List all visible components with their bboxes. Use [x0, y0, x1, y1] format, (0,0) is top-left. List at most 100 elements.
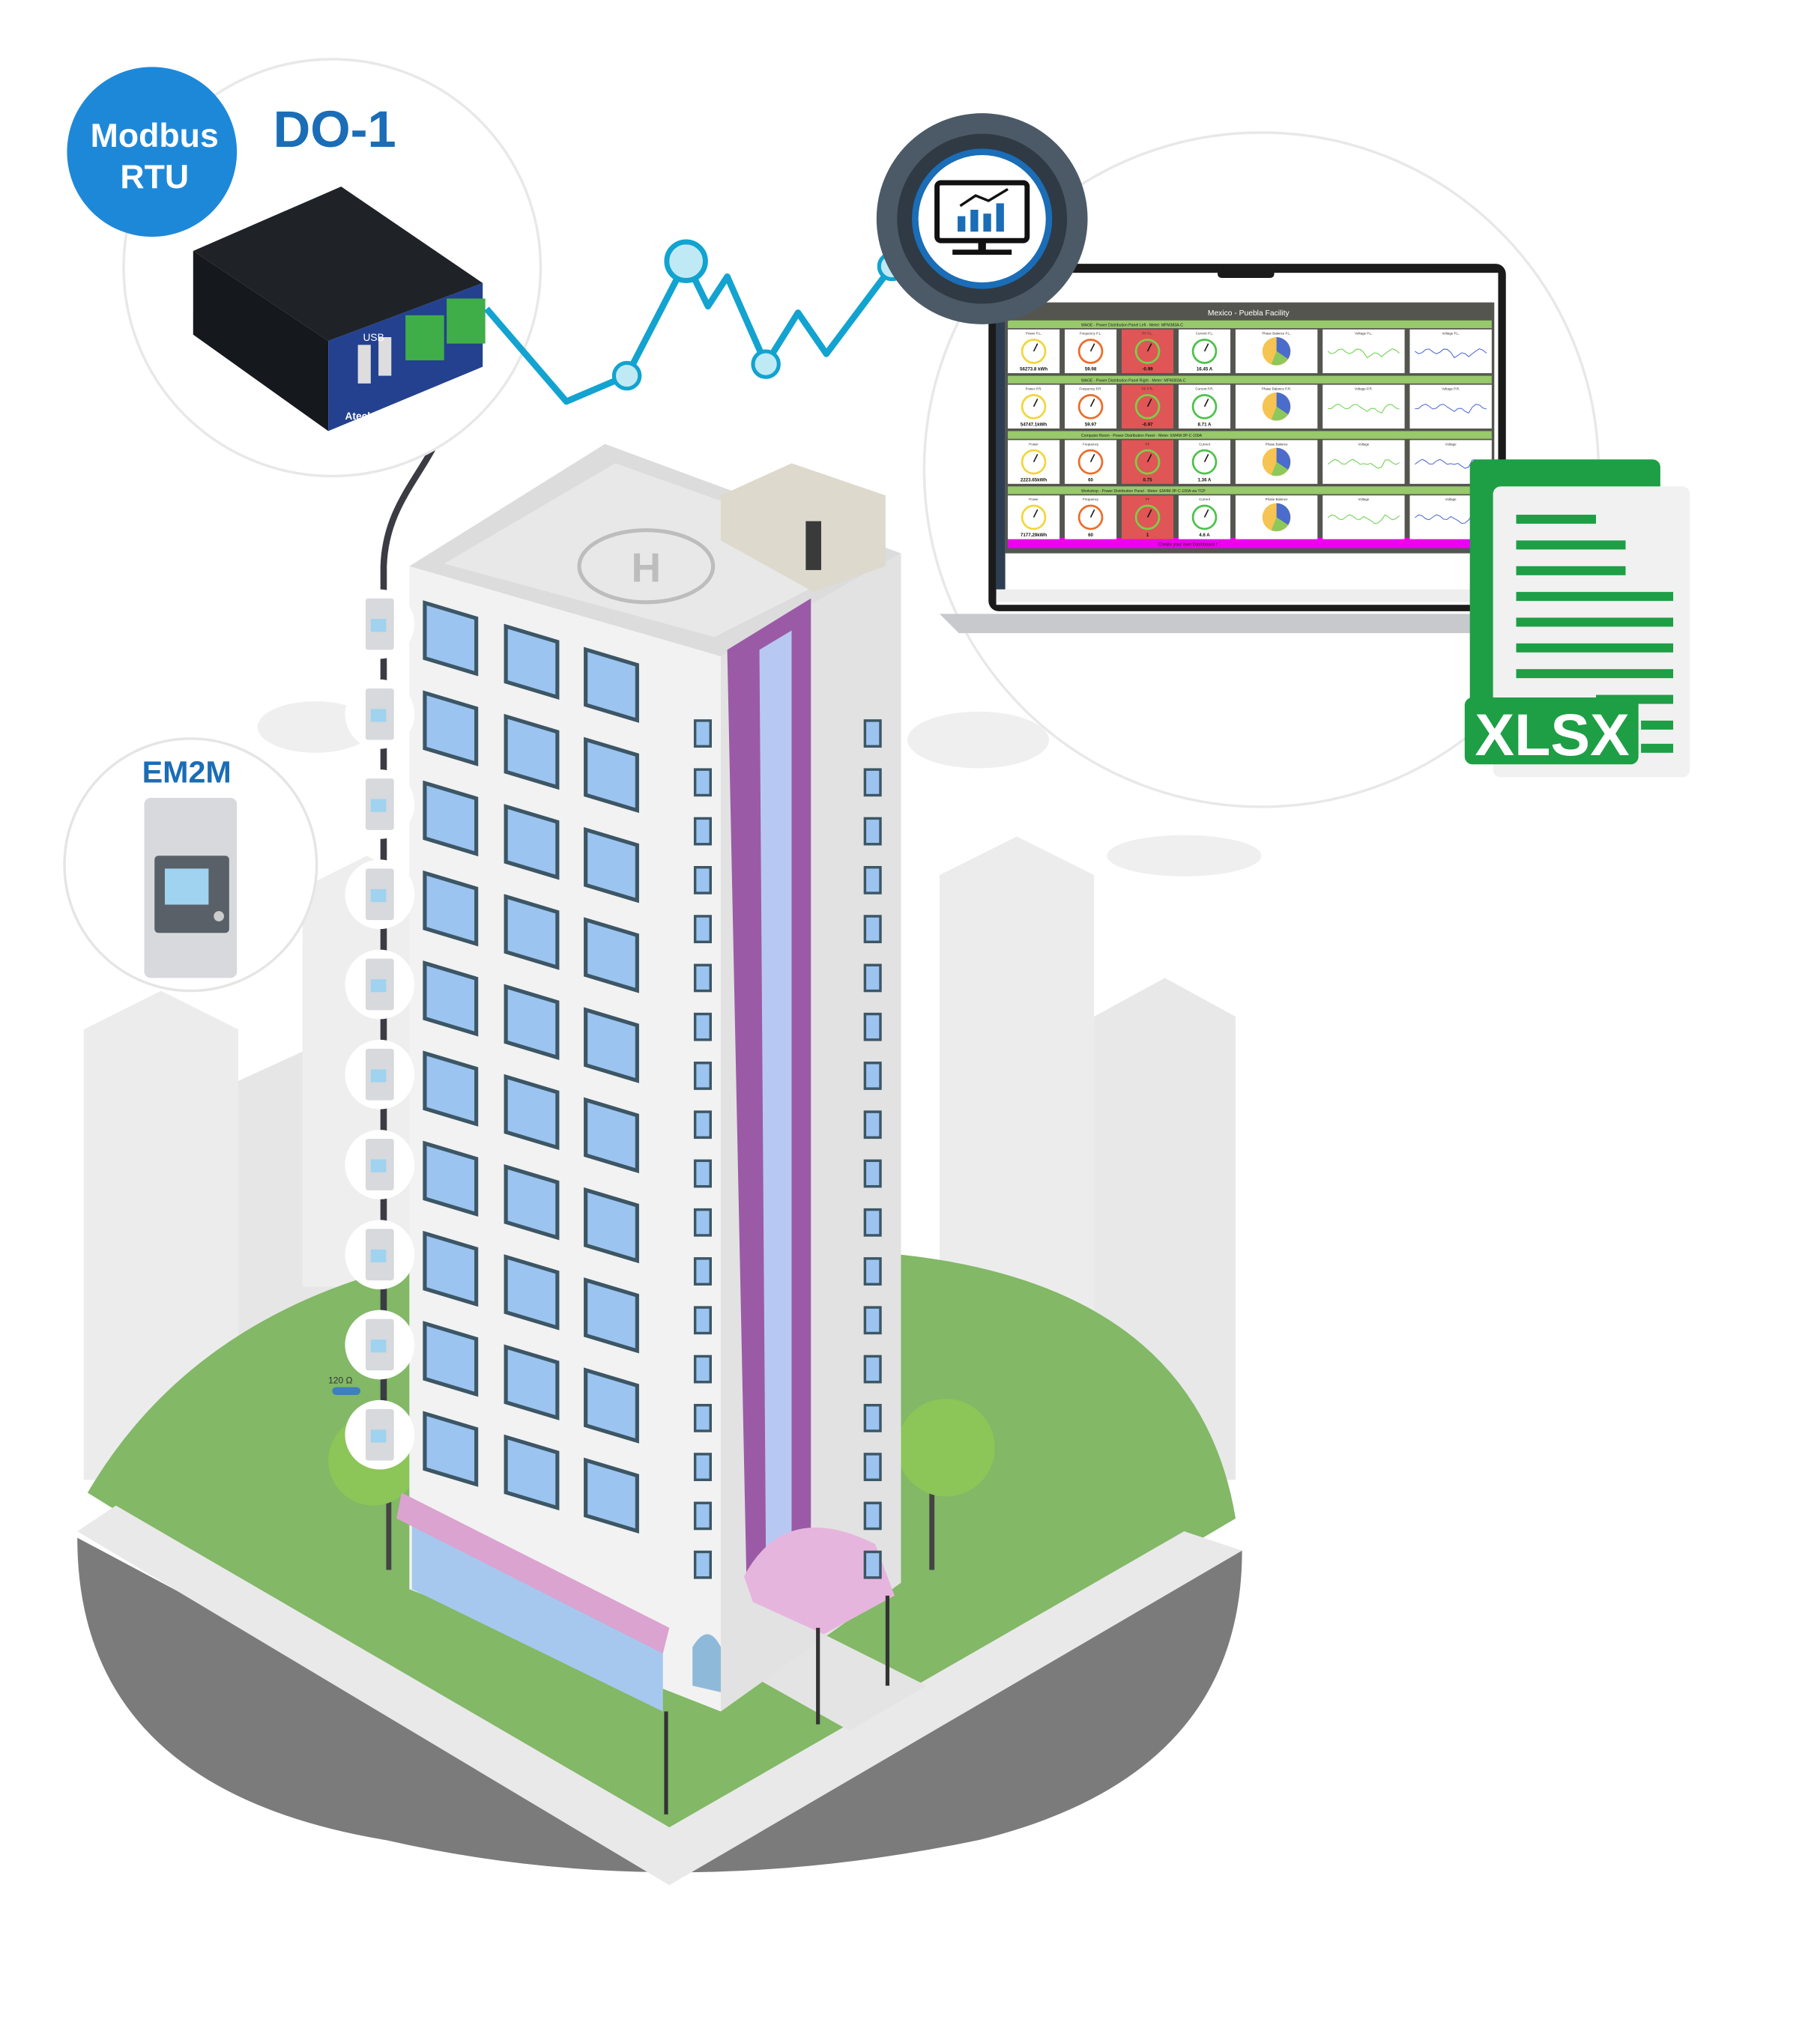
tree-trunk — [929, 1467, 935, 1570]
meter-display — [370, 799, 387, 812]
side-window — [693, 1159, 712, 1188]
helipad-letter: H — [632, 544, 662, 590]
window — [584, 1277, 639, 1354]
roof-structure — [721, 463, 886, 593]
side-window — [693, 1012, 712, 1041]
tile-title: Frequency P.R. — [1079, 387, 1101, 390]
building-left-face — [409, 566, 722, 1712]
window — [584, 736, 639, 814]
tile-title: Current P.L. — [1196, 332, 1213, 336]
spreadsheet-line — [1516, 643, 1674, 653]
window — [504, 713, 560, 790]
gauge-needle — [1033, 399, 1039, 408]
spreadsheet-line — [1516, 540, 1626, 550]
dashboard-title: Mexico - Puebla Facility — [1208, 309, 1290, 318]
tree-trunk — [386, 1480, 392, 1570]
signal-node — [664, 239, 708, 283]
tile-title: Phase Balance — [1266, 442, 1288, 446]
pie-slice — [1276, 392, 1291, 415]
window — [584, 1097, 639, 1174]
side-window — [693, 1354, 712, 1384]
tile-title: Power P.L. — [1026, 332, 1041, 336]
pie-slice — [1271, 517, 1289, 531]
badge-circle — [67, 67, 238, 237]
helipad — [577, 528, 716, 605]
data-signal-line — [484, 239, 907, 405]
side-window — [863, 915, 882, 944]
gauge — [1077, 339, 1104, 364]
tile-title: Voltage — [1358, 442, 1369, 446]
meter-button — [214, 911, 224, 921]
side-window — [693, 1550, 712, 1579]
tile-value: 2223.65kWh — [1021, 477, 1047, 482]
energy-dashboard: Mexico - Puebla Facility Create your own… — [1005, 302, 1495, 554]
side-window — [863, 1110, 882, 1139]
window — [584, 1007, 639, 1083]
voltage-line — [1327, 348, 1400, 359]
side-window — [863, 1012, 882, 1041]
gauge-needle — [1033, 509, 1039, 518]
tile-title: Frequency P.L. — [1080, 332, 1102, 336]
voltage-line — [1328, 403, 1400, 414]
window — [504, 1164, 560, 1241]
dashboard-tile — [1409, 384, 1492, 429]
dashboard-tile — [1322, 495, 1405, 539]
tile-value: 56273.8 kWh — [1020, 367, 1047, 372]
gauge-needle — [1146, 453, 1152, 462]
tile-title: PF — [1146, 497, 1150, 501]
voltage-line — [1415, 403, 1487, 414]
gauge-needle — [1146, 399, 1152, 408]
side-window — [693, 963, 712, 993]
gateway-top — [193, 187, 483, 342]
tile-title: Voltage — [1445, 497, 1457, 501]
spreadsheet-line — [1516, 515, 1597, 524]
window — [504, 984, 560, 1060]
roof-door — [805, 521, 821, 570]
window — [504, 1074, 560, 1151]
main-building: H — [396, 444, 901, 1814]
window — [584, 1457, 639, 1534]
gauge-needle — [1146, 509, 1152, 518]
canopy-pole — [816, 1627, 820, 1725]
side-window — [693, 915, 712, 944]
side-window — [693, 1501, 712, 1531]
tile-value: 7177.29kWh — [1021, 533, 1047, 538]
tile-title: Power — [1029, 497, 1039, 501]
meter-display — [370, 1249, 387, 1263]
meter-display — [370, 619, 387, 632]
laptop-notch — [1218, 267, 1275, 279]
tile-value: -0.99 — [1143, 367, 1154, 372]
chart-bar — [970, 209, 979, 232]
tile-title: Voltage P.R. — [1442, 387, 1460, 390]
tile-value: 59.98 — [1085, 367, 1097, 372]
section-header: WAGE - Power Distribution Panel Right - … — [1081, 378, 1186, 383]
gauge — [1077, 504, 1104, 530]
side-window — [693, 719, 712, 748]
side-window — [863, 1501, 882, 1531]
dashboard-callout: Mexico - Puebla Facility Create your own… — [922, 131, 1600, 808]
gauge-needle — [1203, 509, 1209, 518]
tile-value: 4.6 A — [1199, 533, 1210, 538]
gauge — [1191, 504, 1218, 530]
side-window — [863, 865, 882, 895]
facade-glass — [759, 630, 792, 1551]
voltage-line — [1327, 514, 1400, 524]
window — [504, 1254, 560, 1331]
section-header-bar — [1008, 486, 1492, 494]
signal-node — [751, 349, 781, 379]
analytics-monitor-badge — [876, 113, 1088, 324]
em2m-meter-callout: EM2M — [63, 737, 318, 993]
voltage-line — [1415, 348, 1487, 359]
tile-title: Current — [1199, 497, 1211, 501]
window — [423, 1411, 479, 1487]
gauge-needle — [1033, 343, 1039, 352]
window — [423, 1321, 479, 1397]
usb-port — [357, 345, 371, 384]
gauge-needle — [1146, 343, 1152, 352]
chart-bar — [983, 214, 991, 232]
tile-title: Voltage P.L. — [1442, 332, 1459, 336]
gauge — [1021, 339, 1047, 364]
cloud — [257, 701, 374, 753]
chart-bar — [996, 203, 1004, 232]
